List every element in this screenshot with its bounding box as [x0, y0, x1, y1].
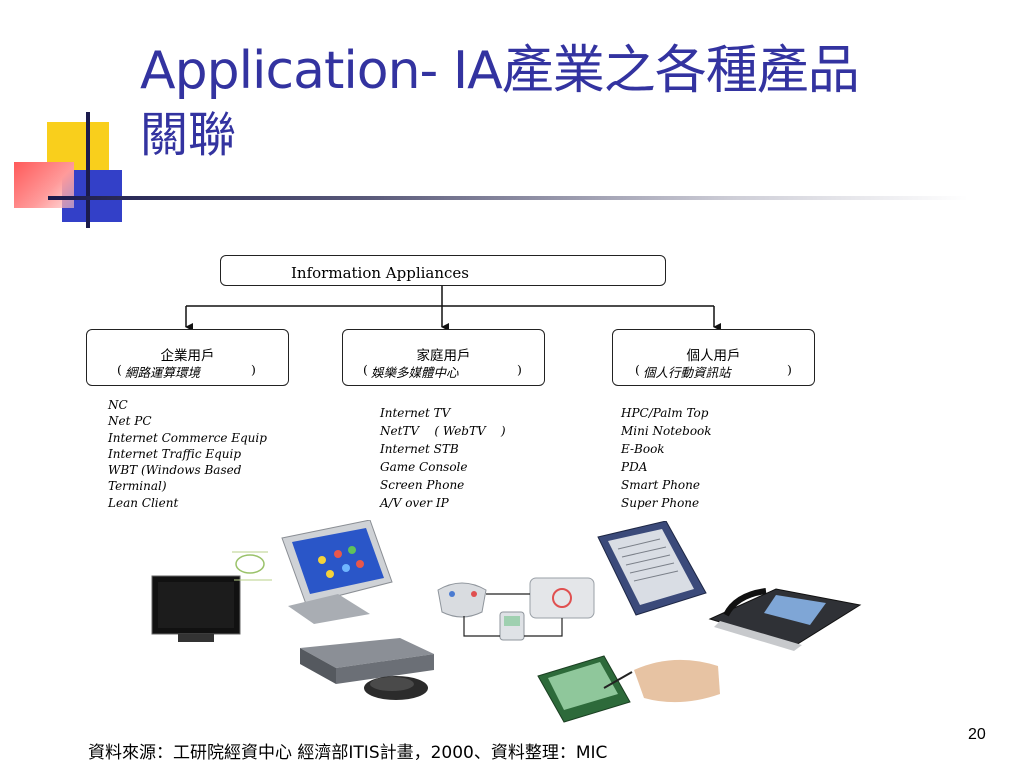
list-item: NetTV ( WebTV ) — [380, 424, 506, 438]
monitor-illustration — [151, 575, 241, 642]
category-subtitle: 網路運算環境 — [125, 365, 201, 380]
personal-product-list: HPC/Palm Top Mini Notebook E-Book PDA Sm… — [621, 404, 712, 512]
category-personal-box: 個人用戶 ( 個人行動資訊站 ) — [612, 329, 815, 386]
enterprise-product-list: NC Net PC Internet Commerce Equip Intern… — [108, 397, 267, 511]
list-item: Screen Phone — [380, 478, 465, 492]
list-item: Internet Commerce Equip — [108, 430, 267, 445]
category-name: 個人用戶 — [686, 348, 741, 364]
title-line-1: Application- IA產業之各種產品 — [140, 41, 860, 101]
touchscreen-terminal-illustration — [281, 520, 393, 624]
paren-close: ) — [517, 362, 522, 377]
game-consoles-illustration — [437, 577, 595, 641]
root-node-box: Information Appliances — [220, 255, 666, 286]
list-item: Internet TV — [380, 406, 451, 420]
list-item: Terminal) — [108, 479, 167, 494]
paren-close: ) — [787, 362, 792, 377]
root-node-label: Information Appliances — [291, 264, 470, 282]
list-item: Internet Traffic Equip — [108, 446, 242, 461]
paren-open: ( — [363, 362, 368, 377]
category-name: 家庭用戶 — [416, 348, 471, 364]
list-item: Internet STB — [380, 442, 459, 456]
list-item: Super Phone — [621, 496, 700, 510]
screen-phone-illustration — [708, 588, 862, 651]
router-illustration — [300, 638, 434, 700]
list-item: PDA — [621, 460, 648, 474]
list-item: NC — [108, 398, 128, 412]
decor-red-square — [14, 162, 74, 208]
list-item: Mini Notebook — [621, 424, 712, 438]
list-item: HPC/Palm Top — [621, 406, 709, 420]
list-item: Smart Phone — [621, 478, 700, 492]
palm-pda-illustration — [537, 655, 720, 723]
title-line-2: 關聯 — [140, 107, 237, 163]
page-number: 20 — [968, 726, 986, 743]
category-subtitle: 個人行動資訊站 — [643, 365, 731, 380]
category-subtitle: 娛樂多媒體中心 — [371, 365, 459, 380]
category-enterprise-box: 企業用戶 ( 網路運算環境 ) — [86, 329, 289, 386]
title-underline — [48, 196, 968, 200]
category-name: 企業用戶 — [160, 348, 215, 364]
list-item: A/V over IP — [380, 496, 449, 510]
paren-open: ( — [117, 362, 122, 377]
list-item: WBT (Windows Based — [108, 463, 242, 478]
decor-vertical-line — [86, 112, 90, 228]
list-item: Net PC — [108, 414, 152, 429]
slide-title: Application- IA產業之各種產品 關聯 — [140, 36, 1000, 164]
paren-close: ) — [251, 362, 256, 377]
sticker-illustration — [232, 551, 272, 581]
list-item: Game Console — [380, 460, 468, 474]
ebook-reader-illustration — [597, 521, 707, 616]
list-item: Lean Client — [108, 495, 179, 510]
list-item: E-Book — [621, 442, 665, 456]
source-citation: 資料來源：工研院經資中心 經濟部ITIS計畫，2000、資料整理：MIC — [88, 743, 608, 763]
home-product-list: Internet TV NetTV ( WebTV ) Internet STB… — [380, 404, 506, 512]
paren-open: ( — [635, 362, 640, 377]
category-home-box: 家庭用戶 ( 娛樂多媒體中心 ) — [342, 329, 545, 386]
